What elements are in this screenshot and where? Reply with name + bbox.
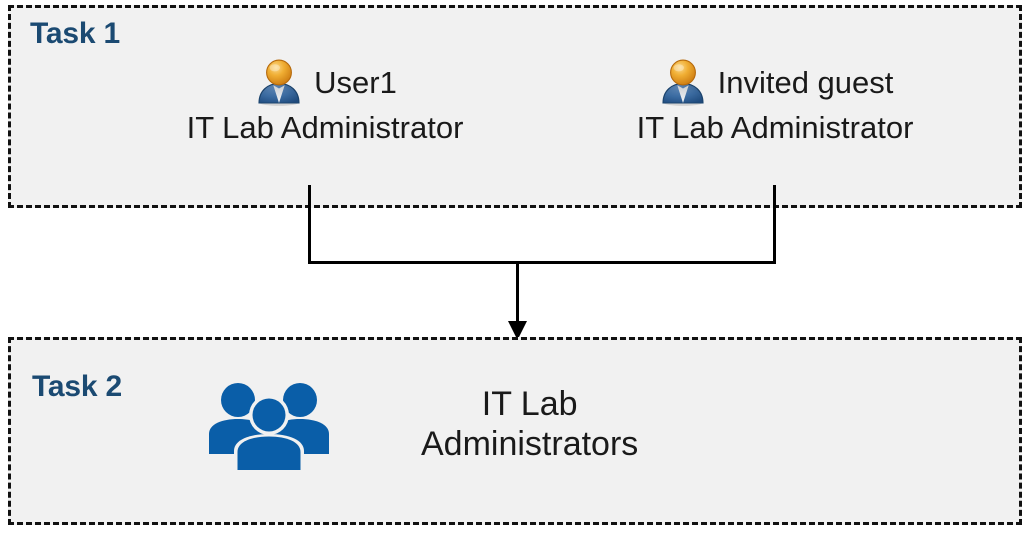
- person-name-row: User1: [140, 56, 510, 108]
- person-role: IT Lab Administrator: [636, 110, 914, 145]
- single-user-icon: [253, 57, 305, 107]
- task-1-label: Task 1: [30, 17, 120, 50]
- person-name: Invited guest: [717, 64, 894, 100]
- person-role: IT Lab Administrator: [186, 110, 464, 145]
- person-card-invited-guest: Invited guest IT Lab Administrator: [590, 56, 960, 145]
- group-name: IT Lab Administrators: [421, 384, 639, 463]
- group-card-it-lab-administrators: IT Lab Administrators: [205, 378, 638, 470]
- user-group-icon: [205, 378, 333, 470]
- task-2-container: [8, 337, 1022, 525]
- task-1-container: [8, 5, 1022, 208]
- person-card-user1: User1 IT Lab Administrator: [140, 56, 510, 145]
- task-2-label: Task 2: [32, 370, 122, 403]
- single-user-icon: [657, 57, 709, 107]
- person-name-row: Invited guest: [590, 56, 960, 108]
- person-name: User1: [314, 64, 397, 100]
